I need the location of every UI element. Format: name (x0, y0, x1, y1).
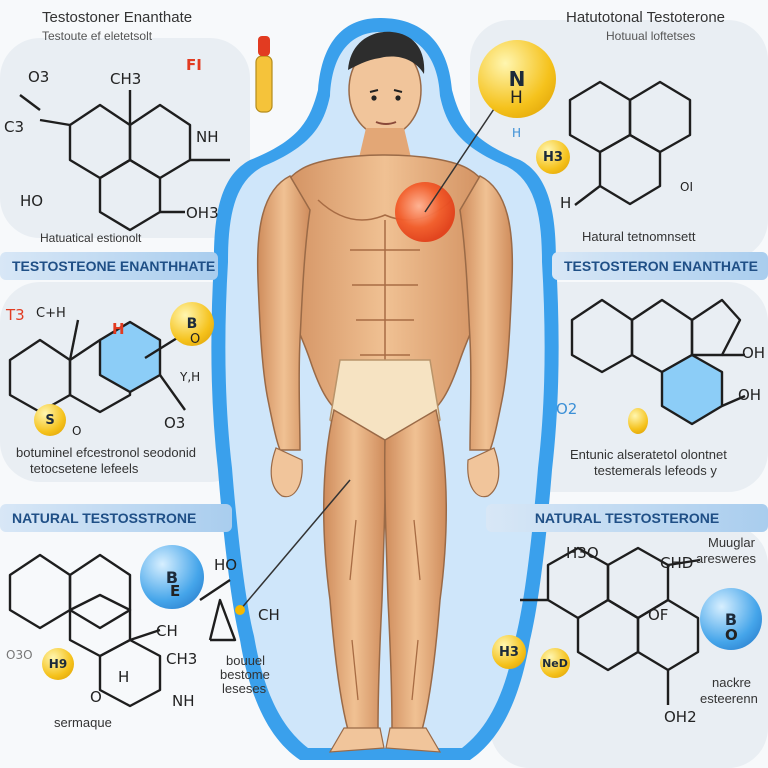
ml-s-sphere: S (34, 404, 66, 436)
ml-caption-1: botuminel efcestronol seodonid (16, 445, 196, 460)
right-arm (459, 175, 514, 451)
tr-h3-label: H3 (543, 149, 563, 165)
bl-h: H (118, 668, 130, 686)
bl-b-label: B (165, 567, 179, 587)
bottom-left-band: NATURAL TESTOSSTRONE (0, 504, 232, 532)
ml-h: H (112, 320, 125, 338)
tr-title: Hatutotonal Testoterone (566, 9, 726, 26)
bl-h9-label: H9 (48, 657, 68, 671)
br-caption-b2: esteerenn (700, 691, 758, 706)
br-ne-sphere: NeD (540, 648, 570, 678)
br-caption-t2: aresweres (696, 551, 756, 566)
bl-caption-r1: bouuel (226, 653, 266, 668)
tr-oi: OI (680, 180, 693, 194)
tl-subtitle: Testoute ef eletetsolt (42, 29, 153, 43)
bl-caption-r3: leseses (222, 681, 267, 696)
tr-h3-sphere: H3 (536, 140, 570, 174)
bl-ch: CH (258, 606, 280, 624)
tl-oh3: OH3 (186, 204, 219, 222)
mid-right-band: TESTOSTERON ENANTHATE (552, 252, 768, 280)
tl-ch3: CH3 (110, 70, 142, 88)
br-h3-label: H3 (499, 644, 519, 660)
mr-drop-sphere (628, 408, 648, 434)
bl-ho: HO (214, 556, 238, 574)
bl-os: O3O (6, 648, 33, 662)
tl-o3: O3 (28, 68, 50, 86)
tl-title: Testostoner Enanthate (42, 9, 193, 26)
mr-caption-1: Entunic alseratetol olontnet (570, 447, 727, 462)
br-h3o: H3O (566, 544, 599, 562)
br-o-label: O (725, 626, 738, 644)
br-of: OF (648, 606, 669, 624)
bl-o: O (90, 688, 102, 706)
ml-yh: Y,H (180, 370, 201, 384)
bottom-right-band-label: NATURAL TESTOSTERONE (534, 510, 720, 526)
br-caption-t1: Muuglar (708, 535, 755, 550)
bl-be-sphere: B (140, 545, 204, 609)
bl-caption-r2: bestome (220, 667, 270, 682)
tl-caption: Hatuatical estionolt (40, 231, 142, 245)
mr-o2: O2 (556, 400, 578, 418)
mr-caption-2: testemerals lefeods y (594, 463, 717, 478)
sphere-label-h: H (510, 88, 523, 108)
br-oh2: OH2 (664, 708, 697, 726)
ml-o: O (190, 332, 201, 347)
ml-b-sphere: B (170, 302, 214, 346)
ml-b-label: B (186, 316, 198, 332)
br-bo-sphere: B (700, 588, 762, 650)
ml-o2: O (72, 424, 82, 438)
br-caption-b1: nackre (712, 675, 752, 690)
ml-oh: C+H (36, 306, 66, 321)
bottom-left-band-label: NATURAL TESTOSSTRONE (12, 510, 197, 526)
ml-t3: T3 (6, 306, 25, 324)
bl-ch3: CH3 (166, 650, 198, 668)
tl-ho: HO (20, 192, 44, 210)
mid-left-band-label: TESTOSTEONE ENANTHHATE (12, 258, 216, 274)
br-b-label: B (724, 609, 738, 629)
mr-oh2: OH (738, 386, 762, 404)
tr-h: H (560, 194, 572, 212)
bl-nh: NH (172, 692, 195, 710)
left-arm (256, 175, 311, 451)
tr-subtitle: Hotuual loftetses (606, 29, 696, 43)
tl-c3: C3 (4, 118, 25, 136)
mid-right-band-label: TESTOSTERON ENANTHATE (564, 258, 758, 274)
tl-fi: FI (186, 56, 202, 74)
bl-h9-sphere: H9 (42, 648, 74, 680)
bl-caption-bottom: sermaque (54, 715, 112, 730)
n-h-sphere: N (478, 40, 556, 118)
tr-caption: Hatural tetnomnsett (582, 229, 696, 244)
tl-nh: NH (196, 128, 219, 146)
bottom-right-band: NATURAL TESTOSTERONE (486, 504, 768, 532)
bl-ch2: CH (156, 622, 178, 640)
mid-left-band: TESTOSTEONE ENANTHHATE (0, 252, 218, 280)
br-h3-sphere: H3 (492, 635, 526, 669)
ml-o3: O3 (164, 414, 186, 432)
ml-caption-2: tetocsetene lefeels (30, 461, 139, 476)
br-ne-label: NeD (542, 656, 568, 670)
top-left-panel (0, 38, 250, 238)
atom-h-small: H (512, 126, 522, 140)
ml-s-label: S (45, 412, 55, 428)
bl-e-label: E (170, 582, 181, 600)
br-chd: CHD (660, 554, 694, 572)
mr-oh: OH (742, 344, 766, 362)
sphere-label-n: N (508, 67, 526, 91)
